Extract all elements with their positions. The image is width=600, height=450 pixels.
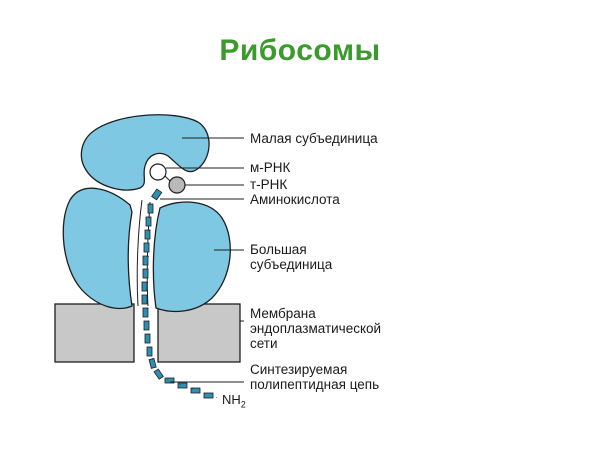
membrane-left bbox=[54, 303, 135, 363]
leader-lines bbox=[160, 137, 244, 383]
trna-circle bbox=[168, 176, 186, 194]
nh2-sub: 2 bbox=[240, 399, 246, 410]
small-subunit bbox=[80, 114, 210, 191]
nh2-base: NH bbox=[222, 392, 241, 407]
label-small-subunit: Малая субъединица bbox=[250, 131, 378, 146]
label-nh2: NH2 bbox=[222, 392, 246, 410]
label-amino-acid: Аминокислота bbox=[250, 192, 340, 207]
page-title: Рибосомы bbox=[219, 34, 381, 67]
label-large-subunit: Большая субъединица bbox=[250, 242, 333, 272]
polypeptide-chain bbox=[141, 188, 214, 399]
membrane-right bbox=[157, 303, 241, 363]
label-polypeptide: Синтезируемая полипептидная цепь bbox=[250, 362, 380, 392]
label-trna: т-РНК bbox=[250, 177, 288, 192]
large-subunit-left bbox=[62, 187, 133, 310]
large-subunit-right bbox=[152, 201, 231, 313]
exit-tunnel bbox=[136, 199, 143, 307]
label-mrna: м-РНК bbox=[250, 160, 291, 175]
mrna-circle bbox=[149, 163, 167, 181]
label-membrane: Мембрана эндоплазматической сети bbox=[250, 306, 382, 351]
